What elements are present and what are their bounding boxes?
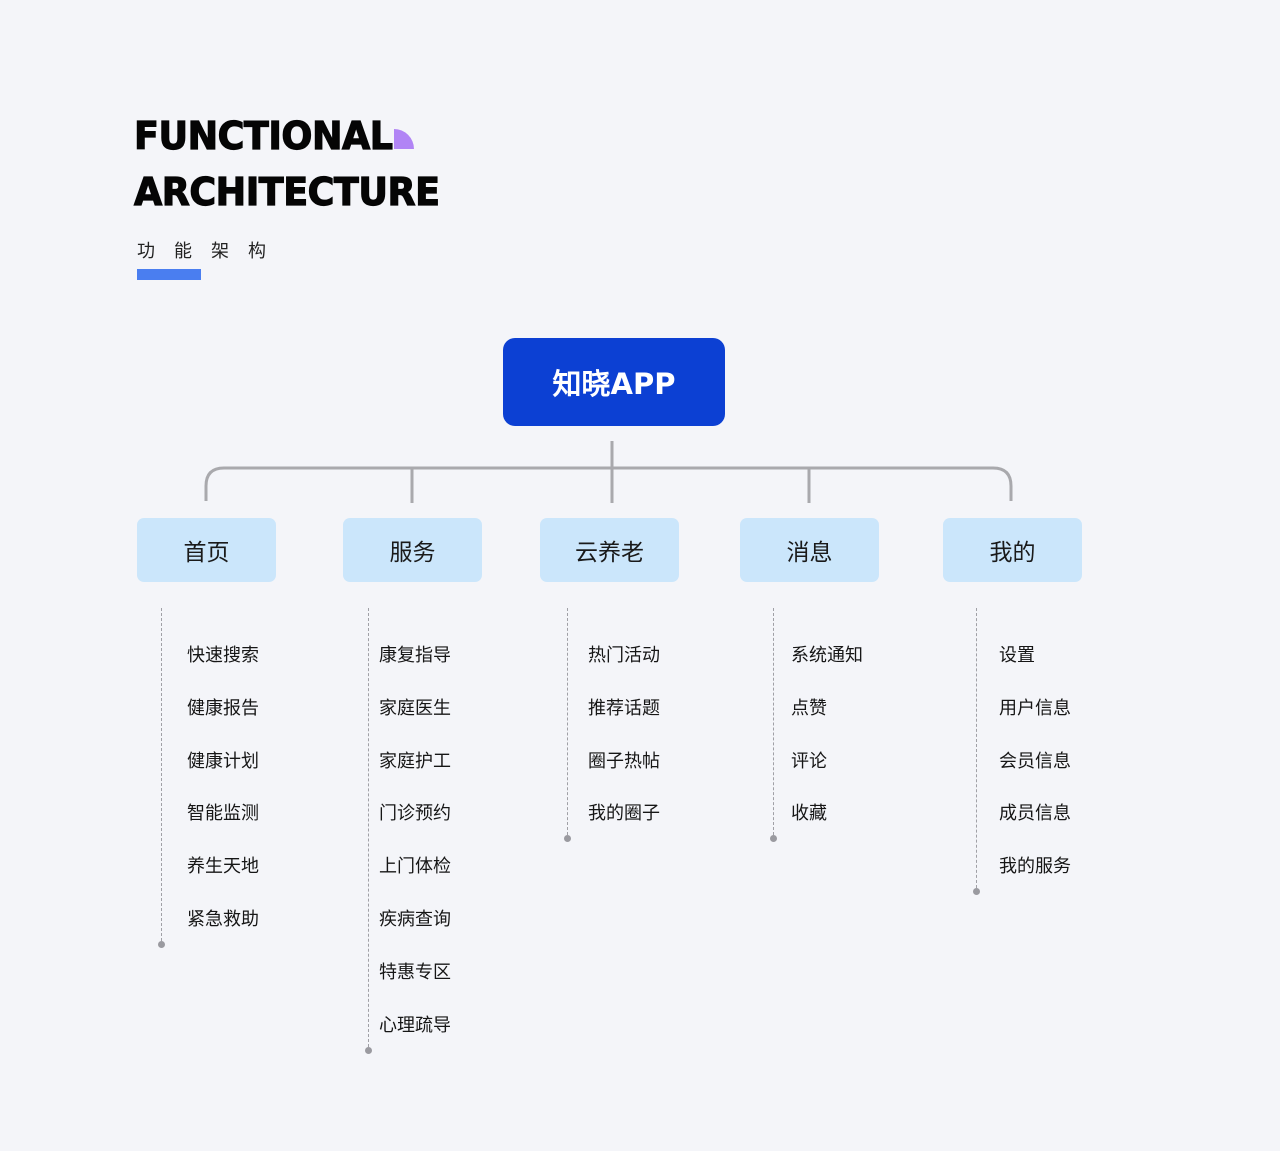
child-list-dashed-line bbox=[567, 608, 568, 836]
child-item[interactable]: 门诊预约 bbox=[379, 803, 451, 825]
child-item[interactable]: 疾病查询 bbox=[379, 909, 451, 930]
root-node-label: 知晓APP bbox=[552, 367, 676, 401]
connector-horizontal-bar bbox=[204, 466, 1013, 501]
child-item[interactable]: 热门活动 bbox=[588, 645, 660, 666]
title-functional: FUNCTIONAL bbox=[133, 114, 393, 158]
child-list-dashed-line bbox=[368, 608, 369, 1047]
category-label: 服务 bbox=[389, 540, 436, 566]
root-node-app[interactable]: 知晓APP bbox=[503, 338, 725, 426]
child-item[interactable]: 智能监测 bbox=[187, 803, 259, 825]
child-item[interactable]: 评论 bbox=[791, 750, 827, 772]
child-item[interactable]: 健康计划 bbox=[187, 750, 259, 772]
child-item[interactable]: 系统通知 bbox=[791, 645, 863, 666]
child-list-end-dot bbox=[158, 941, 165, 948]
category-label: 首页 bbox=[183, 540, 230, 566]
category-label: 云养老 bbox=[575, 540, 644, 566]
child-item[interactable]: 快速搜索 bbox=[187, 645, 259, 666]
child-item[interactable]: 推荐话题 bbox=[588, 697, 660, 719]
child-item[interactable]: 心理疏导 bbox=[379, 1014, 451, 1036]
category-node[interactable]: 我的 bbox=[943, 518, 1082, 582]
category-node[interactable]: 消息 bbox=[740, 518, 879, 582]
subtitle-underline-bar bbox=[137, 269, 201, 280]
child-item[interactable]: 特惠专区 bbox=[379, 961, 451, 983]
child-item[interactable]: 设置 bbox=[999, 645, 1035, 666]
title-architecture: ARCHITECTURE bbox=[133, 170, 440, 214]
child-list-end-dot bbox=[564, 835, 571, 843]
child-item[interactable]: 上门体检 bbox=[379, 856, 451, 878]
child-item[interactable]: 用户信息 bbox=[999, 697, 1071, 719]
child-list-dashed-line bbox=[773, 608, 774, 836]
child-item[interactable]: 收藏 bbox=[791, 803, 827, 825]
child-list-dashed-line bbox=[161, 608, 162, 941]
child-item[interactable]: 养生天地 bbox=[187, 856, 259, 878]
child-item[interactable]: 点赞 bbox=[791, 697, 827, 719]
category-label: 我的 bbox=[989, 540, 1036, 566]
child-item[interactable]: 我的服务 bbox=[999, 856, 1071, 878]
subtitle-chinese: 功能架构 bbox=[137, 241, 285, 262]
child-item[interactable]: 紧急救助 bbox=[187, 909, 259, 930]
category-node[interactable]: 服务 bbox=[343, 518, 482, 582]
child-list-end-dot bbox=[365, 1046, 372, 1054]
child-item[interactable]: 成员信息 bbox=[999, 803, 1071, 825]
category-node[interactable]: 云养老 bbox=[540, 518, 679, 582]
category-label: 消息 bbox=[786, 540, 833, 566]
child-item[interactable]: 会员信息 bbox=[999, 750, 1071, 772]
category-node[interactable]: 首页 bbox=[137, 518, 276, 582]
child-list-end-dot bbox=[973, 888, 980, 896]
child-list-dashed-line bbox=[976, 608, 977, 889]
child-item[interactable]: 康复指导 bbox=[379, 645, 451, 666]
child-list-end-dot bbox=[770, 835, 777, 843]
child-item[interactable]: 健康报告 bbox=[187, 697, 259, 719]
child-item[interactable]: 家庭医生 bbox=[379, 697, 451, 719]
child-item[interactable]: 圈子热帖 bbox=[588, 750, 660, 772]
child-item[interactable]: 我的圈子 bbox=[588, 803, 660, 825]
child-item[interactable]: 家庭护工 bbox=[379, 750, 451, 772]
